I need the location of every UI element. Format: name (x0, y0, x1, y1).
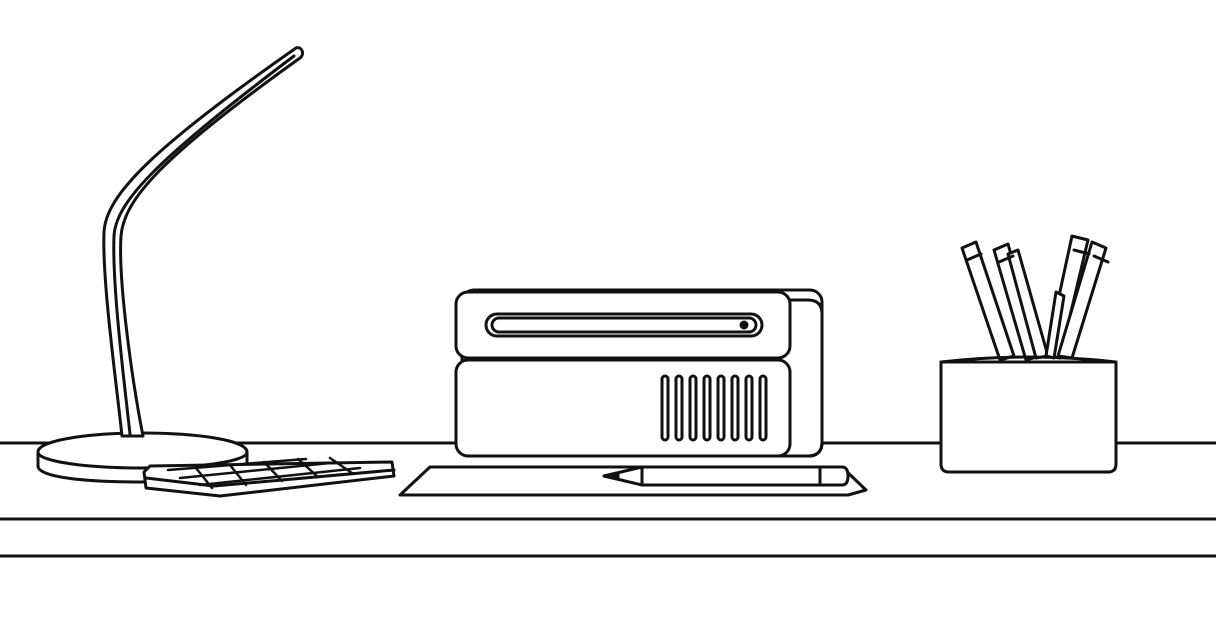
keyboard-icon (142, 456, 396, 498)
desk-lamp-icon (36, 46, 305, 484)
disc-slot (484, 312, 764, 338)
pencil-cup-icon (939, 234, 1118, 474)
pencil-icon (602, 465, 850, 487)
power-led (739, 320, 749, 330)
desktop-device-icon (454, 288, 824, 458)
vent-grille (660, 374, 768, 442)
pencils-in-cup (960, 234, 1110, 362)
